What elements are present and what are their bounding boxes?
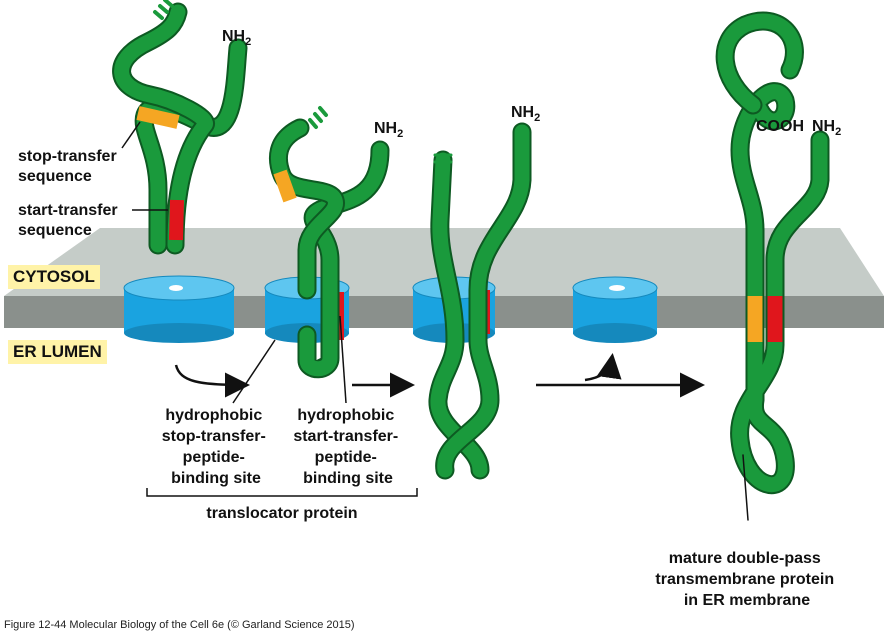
translocator-1 (123, 275, 235, 343)
cytosol-label: CYTOSOL (8, 265, 100, 289)
er-lumen-label: ER LUMEN (8, 340, 107, 364)
figure-caption: Figure 12-44 Molecular Biology of the Ce… (4, 619, 355, 631)
process-arrows (174, 353, 705, 398)
hydrophobic-stop-site-label: hydrophobic stop-transfer- peptide- bind… (162, 407, 270, 487)
nh2-label-4: NH2 (812, 118, 841, 138)
stop-transfer-label: stop-transfer sequence (18, 148, 121, 185)
panel2-protein (268, 106, 390, 379)
pointer-lines (121, 121, 347, 404)
translocator-protein-label: translocator protein (206, 505, 357, 522)
start-transfer-label: start-transfer sequence (18, 202, 122, 239)
mature-protein (715, 11, 830, 521)
nh2-label-2: NH2 (374, 120, 403, 140)
panel1-protein (112, 0, 248, 255)
cooh-label: COOH (756, 118, 804, 135)
nh2-label-3: NH2 (511, 104, 540, 124)
mature-protein-label: mature double-pass transmembrane protein… (655, 550, 838, 609)
nh2-label-1: NH2 (222, 28, 251, 48)
translocator-bracket (146, 488, 418, 497)
translocator-4 (572, 276, 658, 343)
hydrophobic-start-site-label: hydrophobic start-transfer- peptide- bin… (293, 407, 402, 487)
panel3-protein (428, 122, 532, 480)
